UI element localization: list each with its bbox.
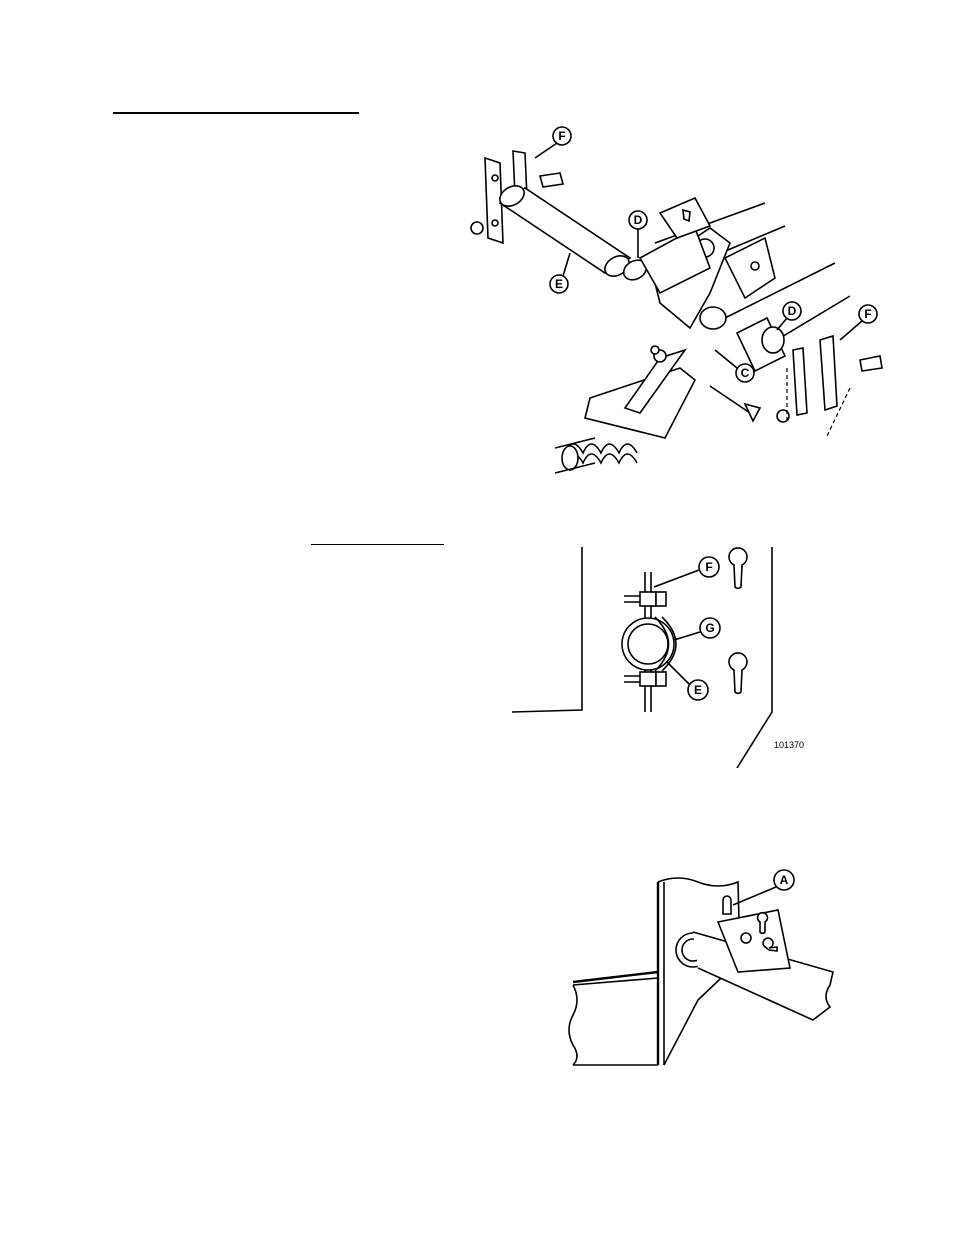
callout-f-label: F (705, 560, 712, 574)
clamp-detail-drawing: F G E 101370 (512, 532, 825, 768)
callout-d-left-label: D (634, 213, 643, 227)
callout-f-right-label: F (864, 307, 871, 321)
callout-g-label: G (705, 621, 714, 635)
pivot-assembly-drawing: F D E D F C (455, 118, 885, 493)
callout-e-label: E (694, 683, 702, 697)
subheading-rule (311, 544, 444, 545)
figure-frame-mount: A (568, 860, 838, 1072)
callout-c-label: C (741, 366, 750, 380)
callout-f-top-label: F (558, 129, 565, 143)
callout-e-label: E (555, 277, 563, 291)
figure-pivot-assembly: F D E D F C (455, 118, 885, 493)
callout-d-right-label: D (788, 304, 797, 318)
figure-number: 101370 (774, 740, 804, 750)
callout-a-label: A (780, 873, 789, 887)
figure-clamp-detail: F G E 101370 (512, 532, 825, 768)
frame-mount-drawing: A (568, 860, 838, 1072)
heading-rule (113, 112, 359, 114)
